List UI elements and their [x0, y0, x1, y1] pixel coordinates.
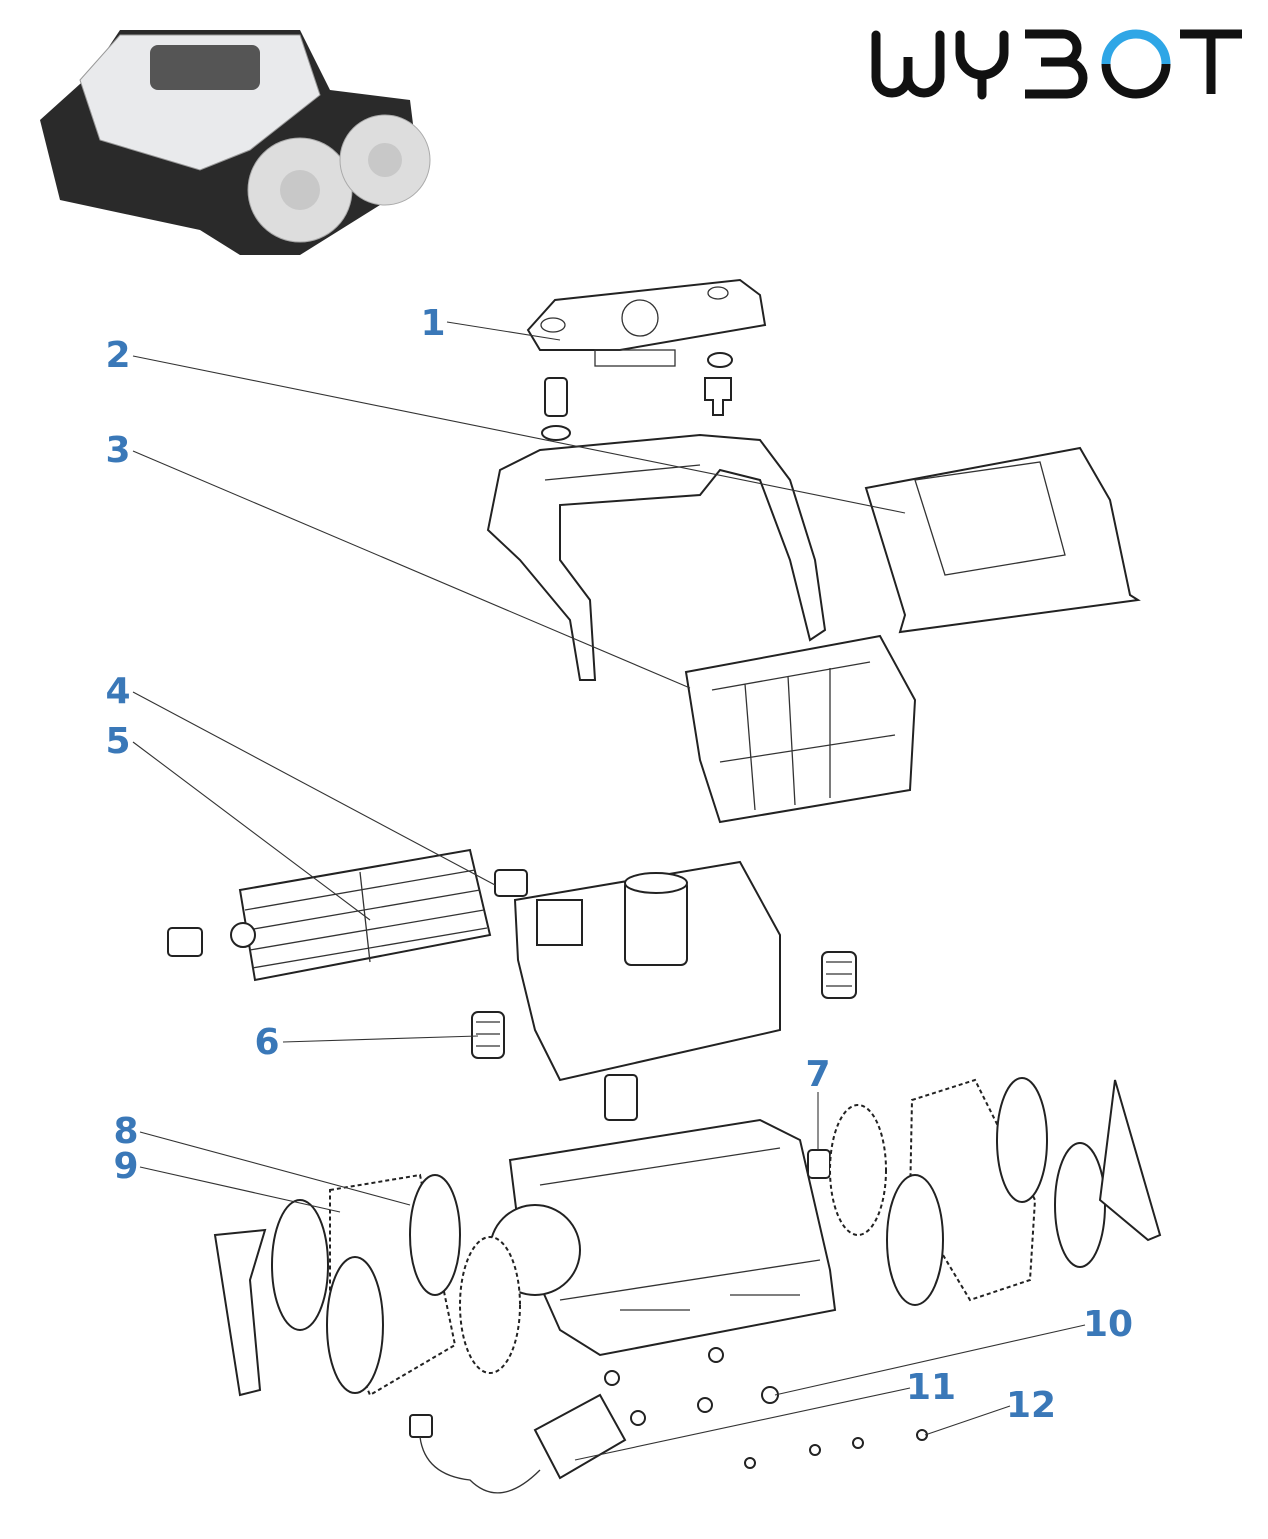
part-drive-gears	[471, 951, 857, 1059]
callout-3: 3	[105, 430, 130, 471]
part-switches	[541, 352, 733, 441]
callout-10: 10	[1083, 1304, 1133, 1345]
callout-6: 6	[254, 1022, 279, 1063]
part-top-cover	[526, 278, 767, 367]
part-upper-frame	[486, 433, 827, 681]
part-feet-screws	[604, 1347, 928, 1469]
part-chassis	[489, 1118, 837, 1357]
part-brush-roller	[167, 848, 528, 982]
part-lid	[864, 446, 1141, 634]
callout-2: 2	[105, 335, 130, 376]
callout-1: 1	[420, 303, 445, 344]
callout-8: 8	[113, 1111, 138, 1152]
part-filter-basket	[684, 634, 917, 824]
callout-5: 5	[105, 721, 130, 762]
callout-4: 4	[105, 671, 130, 712]
part-right-side-assembly	[807, 1077, 1162, 1306]
robot-product-photo	[40, 30, 431, 255]
part-motor-unit	[513, 860, 781, 1121]
wybot-logo	[871, 29, 1242, 100]
part-left-side-assembly	[213, 1173, 521, 1397]
callout-12: 12	[1006, 1385, 1056, 1426]
callout-9: 9	[113, 1146, 138, 1187]
callout-7: 7	[805, 1054, 830, 1095]
leader-lines	[132, 321, 1086, 1461]
callout-11: 11	[906, 1367, 956, 1408]
part-charger	[409, 1393, 627, 1494]
